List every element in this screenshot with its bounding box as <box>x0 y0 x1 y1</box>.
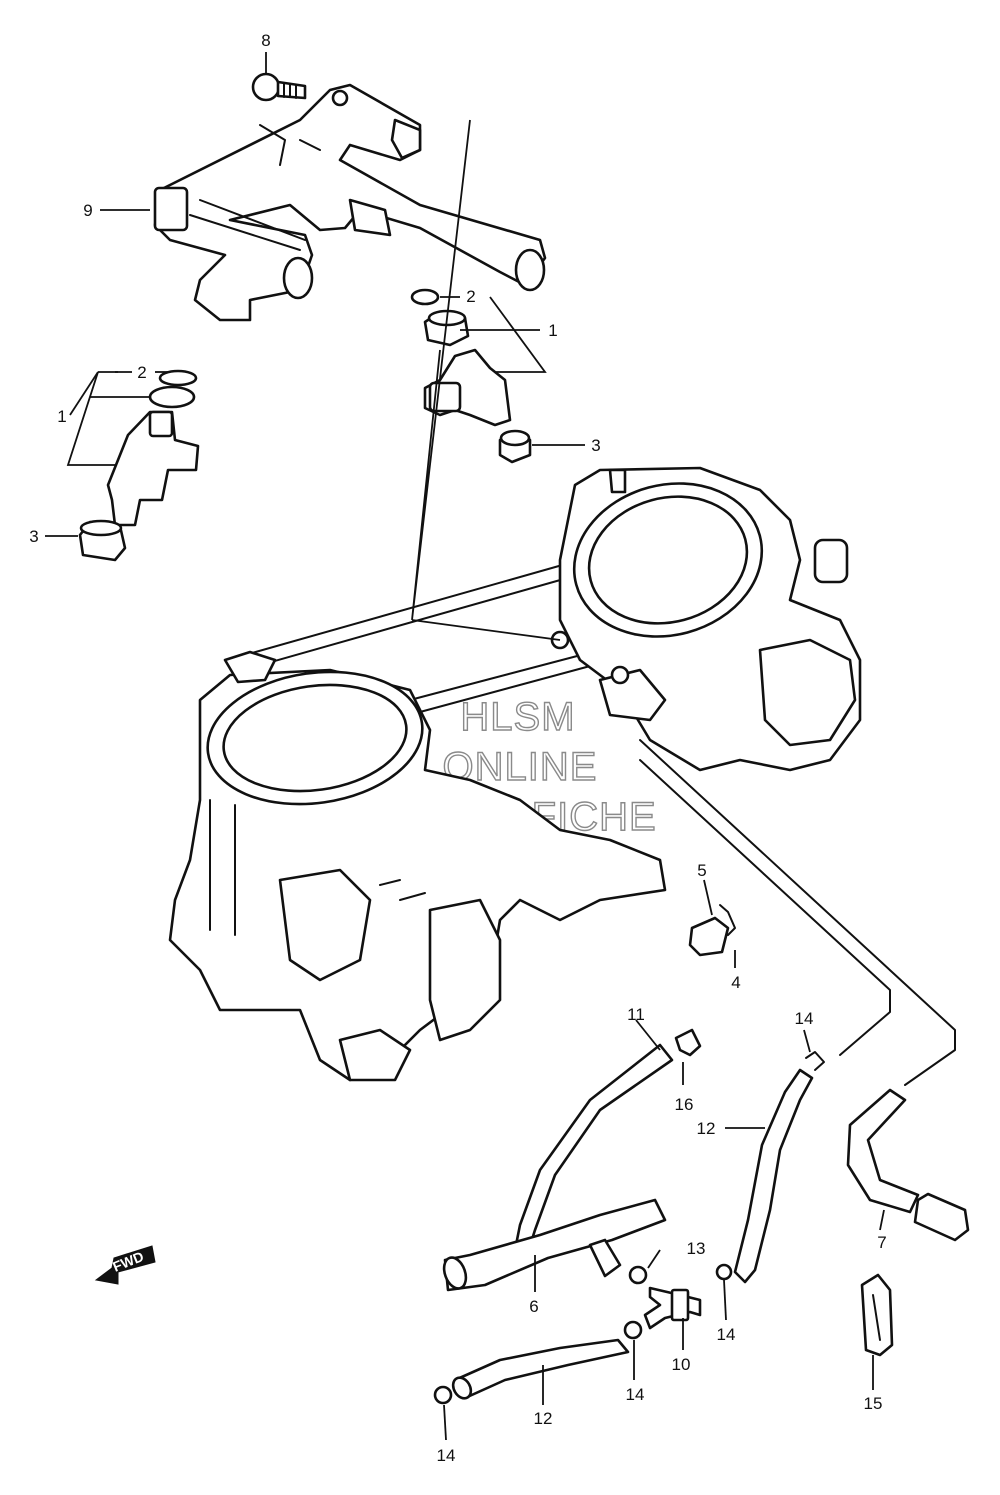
bolt-part-8 <box>251 72 307 102</box>
forward-direction-arrow: FWD <box>94 1245 156 1285</box>
fuel-delivery-pipe <box>153 83 547 322</box>
callout-9: 9 <box>83 201 92 220</box>
callout-4: 4 <box>731 973 740 992</box>
callout-14-top: 14 <box>795 1009 814 1028</box>
callout-1-left: 1 <box>57 407 66 426</box>
callout-14-bottom: 14 <box>437 1446 456 1465</box>
watermark-line-1: HLSM <box>460 695 575 739</box>
callout-12-upper: 12 <box>697 1119 716 1138</box>
callout-7: 7 <box>877 1233 886 1252</box>
callout-6: 6 <box>529 1297 538 1316</box>
callout-8: 8 <box>261 31 270 50</box>
fwd-label: FWD <box>110 1248 146 1275</box>
callout-16: 16 <box>675 1095 694 1114</box>
callout-15: 15 <box>864 1394 883 1413</box>
leader-lines <box>45 52 885 1441</box>
callout-5: 5 <box>697 861 706 880</box>
callout-11: 11 <box>627 1005 645 1024</box>
left-injector-group <box>78 369 200 562</box>
callout-3-right: 3 <box>591 436 600 455</box>
callout-14-right: 14 <box>717 1325 736 1344</box>
callout-10: 10 <box>672 1355 691 1374</box>
callout-numbers: 8 9 2 1 3 2 1 3 5 4 11 16 14 12 13 6 7 1… <box>29 31 886 1465</box>
hoses-and-fittings <box>433 739 970 1405</box>
throttle-body-assembly <box>168 466 862 1082</box>
callout-2-right: 2 <box>466 287 475 306</box>
callout-3-left: 3 <box>29 527 38 546</box>
callout-14-middle: 14 <box>626 1385 645 1404</box>
right-injector-group <box>410 288 532 464</box>
callout-13: 13 <box>687 1239 706 1258</box>
callout-1-right: 1 <box>548 321 557 340</box>
callout-2-left: 2 <box>137 363 146 382</box>
callout-12-lower: 12 <box>534 1409 553 1428</box>
